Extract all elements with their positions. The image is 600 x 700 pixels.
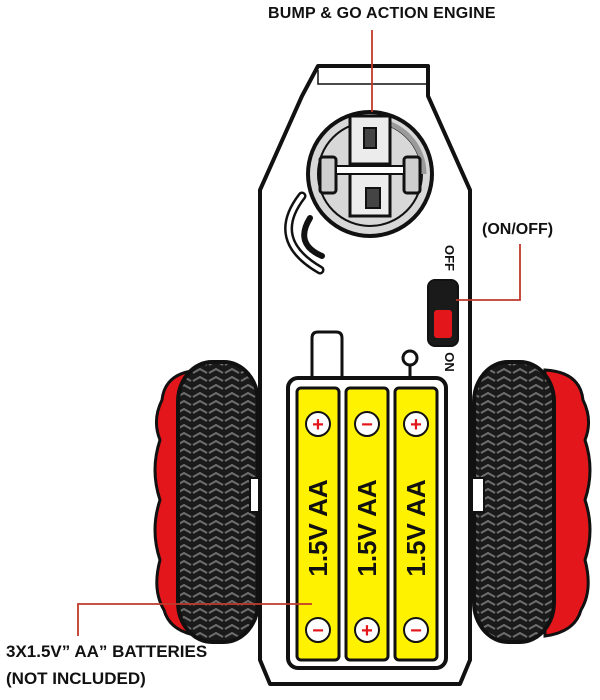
battery-terminal-sign: − [312,620,324,642]
battery-terminal-icon [403,411,429,437]
switch-slider[interactable] [434,310,452,338]
battery-terminal-icon [403,617,429,643]
left-wheel [153,360,263,644]
right-axle-clip [471,477,485,513]
battery-label: 1.5V AA [352,479,382,577]
battery-label: 1.5V AA [303,479,333,577]
battery-cell: + − 1.5V AA [393,386,439,662]
batteries-label: 3X1.5V” AA” BATTERIES [6,642,208,661]
battery-body [295,386,341,662]
battery-cell: − +1.5V AA [344,386,390,662]
battery-compartment: + − 1.5V AA − +1.5V AA + − 1.5V AA [286,330,448,670]
switch-label: (ON/OFF) [482,221,554,238]
battery-body [344,386,390,662]
chassis-inner-top [317,70,428,85]
batteries-note: (NOT INCLUDED) [6,669,146,688]
action-engine-motor [306,110,434,238]
leader-lines [77,30,521,636]
battery-terminal-sign: + [410,414,422,436]
battery-door-tab [310,330,344,382]
battery-body [393,386,439,662]
left-tire-tread [176,360,260,644]
leader-line-batteries [77,603,312,636]
switch-off-text: OFF [442,245,457,271]
sensor-arcs [284,191,325,275]
right-wheel [471,360,592,644]
battery-terminal-sign: + [312,414,324,436]
battery-terminal-icon [354,617,380,643]
battery-terminal-sign: − [410,620,422,642]
battery-cell: + − 1.5V AA [295,386,341,662]
switch-on-text: ON [442,352,457,372]
battery-terminal-sign: + [361,620,373,642]
battery-label: 1.5V AA [401,479,431,577]
battery-door-screw [401,349,419,367]
battery-terminal-sign: − [361,414,373,436]
battery-terminal-icon [305,617,331,643]
leader-line-switch [456,244,521,301]
battery-terminal-icon [354,411,380,437]
battery-terminal-icon [305,411,331,437]
engine-label: BUMP & GO ACTION ENGINE [268,5,496,22]
power-switch[interactable]: OFF ON [427,245,459,372]
right-tire-red-rim [543,368,592,638]
right-tire-tread [472,360,556,644]
